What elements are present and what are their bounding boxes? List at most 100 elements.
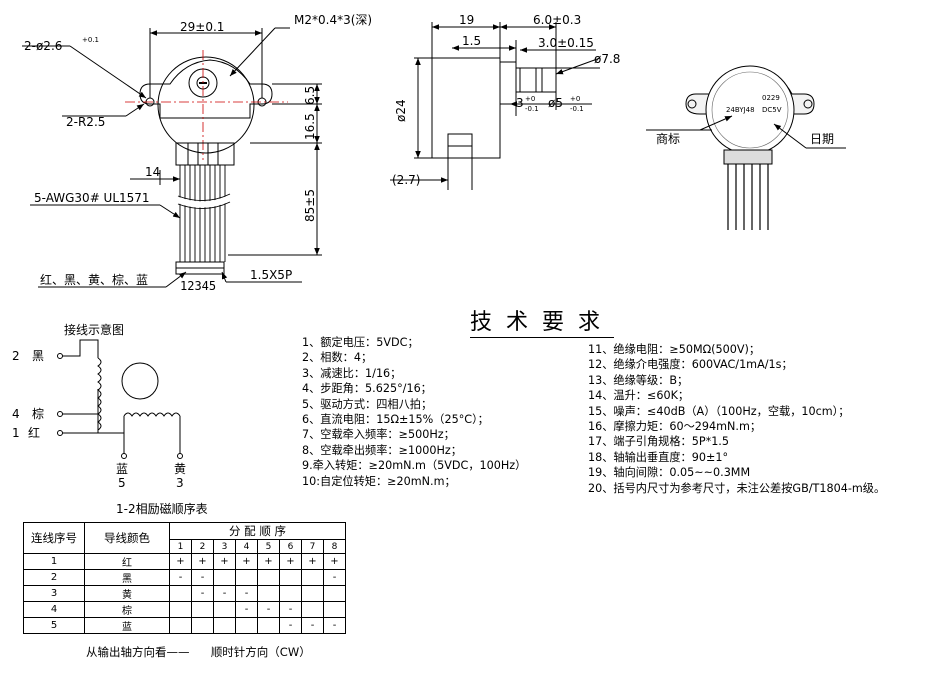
side-wire [447, 146, 473, 190]
row-cell: - [191, 585, 214, 602]
label-view [646, 65, 846, 230]
row-cell [235, 569, 258, 586]
row-cell [169, 601, 192, 618]
row-cell [213, 601, 236, 618]
step-header: 2 [191, 539, 214, 554]
motor-body [157, 56, 255, 154]
dim-holes: 2-ø2.6 [24, 39, 62, 53]
wire-colors-label: 红、黑、黄、棕、蓝 [40, 272, 148, 287]
top-view [22, 27, 322, 288]
requirements-right: 11、绝缘电阻：≥50MΩ(500V)； 12、绝缘介电强度：600VAC/1m… [588, 342, 885, 496]
row-color: 红 [84, 553, 170, 570]
row-cell [323, 601, 346, 618]
row-cell: - [257, 601, 280, 618]
footer-left: 从输出轴方向看—— [86, 645, 190, 659]
req-item: 20、括号内尺寸为参考尺寸，未注公差按GB/T1804-m级。 [588, 481, 886, 495]
row-cell [301, 601, 324, 618]
sequence-caption: 1-2相励磁顺序表 [116, 501, 208, 516]
label-brand: 商标 [656, 131, 680, 146]
side-body [431, 57, 501, 159]
dim-3-tol-top: +0 [525, 95, 535, 103]
row-cell [301, 569, 324, 586]
requirements-left: 1、额定电压：5VDC； 2、相数：4； 3、减速比：1/16； 4、步距角：5… [302, 335, 526, 489]
table-footer: 从输出轴方向看—— 顺时针方向（CW） [86, 644, 311, 660]
req-item: 10:自定位转矩：≥20mN.m； [302, 474, 456, 488]
row-cell: - [323, 617, 346, 634]
dim-dia5-tol-top: +0 [570, 95, 580, 103]
req-item: 4、步距角：5.625°/16； [302, 382, 432, 396]
row-cell [301, 585, 324, 602]
req-item: 13、绝缘等级：B； [588, 373, 689, 387]
label-wire-exit [723, 149, 773, 165]
row-color: 黑 [84, 569, 170, 586]
side-view [390, 22, 601, 190]
footer-right: 顺时针方向（CW） [210, 645, 311, 659]
req-item: 11、绝缘电阻：≥50MΩ(500V)； [588, 343, 761, 356]
step-header: 8 [323, 539, 346, 554]
pin1-color: 红 [28, 425, 40, 440]
blue-label: 蓝 [116, 462, 128, 476]
dim-radius: 2-R2.5 [66, 115, 105, 129]
side-boss [499, 61, 517, 105]
req-item: 17、端子引角规格：5P*1.5 [588, 435, 729, 449]
dim-1-5: 1.5 [462, 34, 481, 48]
row-cell: + [169, 553, 192, 570]
row-cell [235, 617, 258, 634]
dim-3-0: 3.0±0.15 [538, 36, 594, 50]
dim-dia5: ø5 [548, 96, 563, 110]
header-color: 导线颜色 [84, 522, 170, 554]
label-voltage: DC5V [762, 106, 782, 114]
side-wire-exit [447, 133, 473, 147]
row-cell: + [191, 553, 214, 570]
pin4-num: 4 [12, 407, 20, 421]
pin-numbers: 12345 [180, 279, 216, 293]
dim-14: 14 [145, 165, 160, 179]
step-header: 3 [213, 539, 236, 554]
wire-spec-label: 5-AWG30# UL1571 [34, 191, 150, 205]
dim-3-tol-bot: -0.1 [525, 105, 539, 113]
row-seq: 3 [23, 585, 85, 602]
req-item: 9.牵入转矩：≥20mN.m（5VDC，100Hz） [302, 459, 527, 473]
label-code: 0229 [762, 94, 780, 102]
req-item: 7、空载牵入频率：≥500Hz； [302, 428, 455, 442]
row-seq: 1 [23, 553, 85, 570]
row-cell: + [213, 553, 236, 570]
row-color: 蓝 [84, 617, 170, 634]
row-cell: - [169, 569, 192, 586]
row-color: 棕 [84, 601, 170, 618]
row-cell [169, 585, 192, 602]
dim-6-5: 6.5 [303, 86, 317, 105]
req-item: 16、摩擦力矩：60～294mN.m； [588, 419, 762, 433]
yellow-label: 黄 [174, 462, 186, 476]
row-cell: + [323, 553, 346, 570]
step-header: 4 [235, 539, 258, 554]
dim-85: 85±5 [303, 189, 317, 222]
coil-horizontal [123, 412, 181, 417]
step-header: 6 [279, 539, 302, 554]
row-color: 黄 [84, 585, 170, 602]
requirements-title: 技术要求 [470, 304, 615, 338]
rotor-symbol [121, 362, 159, 400]
dim-2-7: (2.7) [392, 173, 420, 187]
req-item: 3、减速比：1/16； [302, 366, 402, 380]
dim-6-0: 6.0±0.3 [533, 13, 581, 27]
row-cell: + [279, 553, 302, 570]
row-cell: + [301, 553, 324, 570]
row-cell [323, 585, 346, 602]
label-hole-right [803, 99, 813, 109]
wire-exit-housing [175, 142, 235, 166]
row-cell [191, 601, 214, 618]
req-item: 1、额定电压：5VDC； [302, 336, 419, 349]
wire-bundle [176, 165, 232, 262]
row-seq: 5 [23, 617, 85, 634]
row-cell [213, 617, 236, 634]
req-item: 2、相数：4； [302, 351, 373, 365]
dim-screw: M2*0.4*3(深) [294, 13, 372, 27]
row-cell: - [235, 601, 258, 618]
